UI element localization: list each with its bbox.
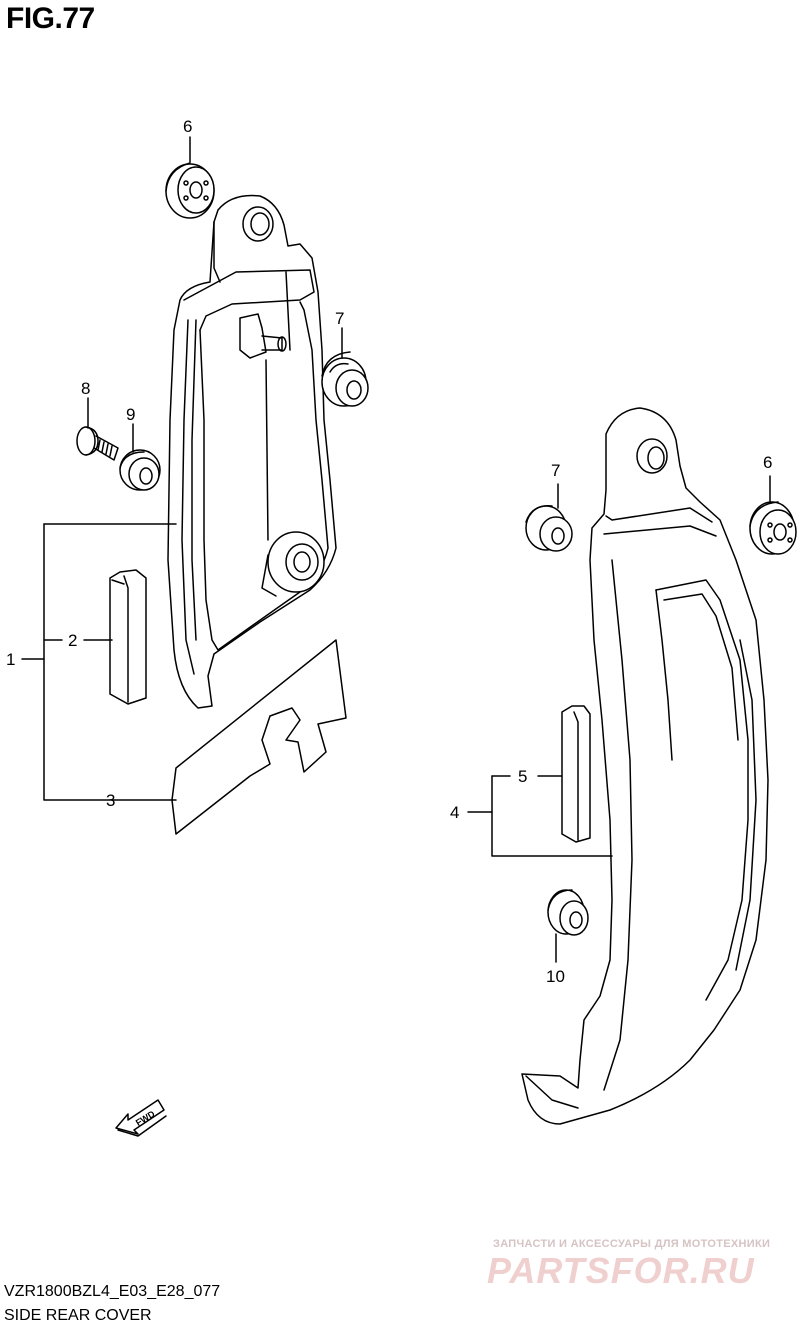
- part-1-left-side-cover: [167, 194, 337, 709]
- section-name: SIDE REAR COVER: [4, 1307, 152, 1324]
- leader-bracket-1: [21, 523, 177, 801]
- watermark-tagline: ЗАПЧАСТИ И АКСЕССУАРЫ ДЛЯ МОТОТЕХНИКИ: [493, 1238, 771, 1250]
- callout-1: 1: [6, 650, 15, 669]
- callout-7-right: 7: [551, 461, 560, 480]
- callout-5: 5: [518, 767, 527, 786]
- forward-arrow-icon: FWD: [115, 1099, 167, 1137]
- callout-8: 8: [81, 379, 90, 398]
- callout-6-left: 6: [183, 117, 192, 136]
- callout-7-left: 7: [335, 309, 344, 328]
- model-code: VZR1800BZL4_E03_E28_077: [4, 1283, 221, 1300]
- part-4-right-side-cover: [521, 407, 769, 1125]
- callout-9: 9: [126, 405, 135, 424]
- figure-title: FIG.77: [6, 2, 95, 35]
- part-6-grommet-left: [165, 162, 215, 219]
- part-3-pad: [171, 639, 347, 835]
- part-5-strip: [561, 705, 591, 843]
- part-10-grommet: [547, 889, 589, 936]
- callout-3: 3: [106, 791, 115, 810]
- watermark-logo: PARTSFOR.RU: [487, 1250, 755, 1291]
- callout-4: 4: [450, 803, 459, 822]
- callout-6-right: 6: [763, 453, 772, 472]
- part-7-collar-right: [525, 505, 573, 552]
- part-6-grommet-right: [749, 501, 797, 555]
- callout-10: 10: [546, 967, 565, 986]
- part-8-bolt: [76, 426, 119, 461]
- part-7-collar-left: [321, 351, 369, 407]
- part-9-grommet: [119, 449, 161, 491]
- callout-2: 2: [68, 631, 77, 650]
- part-2-strip: [109, 569, 147, 705]
- leader-bracket-4: [467, 775, 613, 857]
